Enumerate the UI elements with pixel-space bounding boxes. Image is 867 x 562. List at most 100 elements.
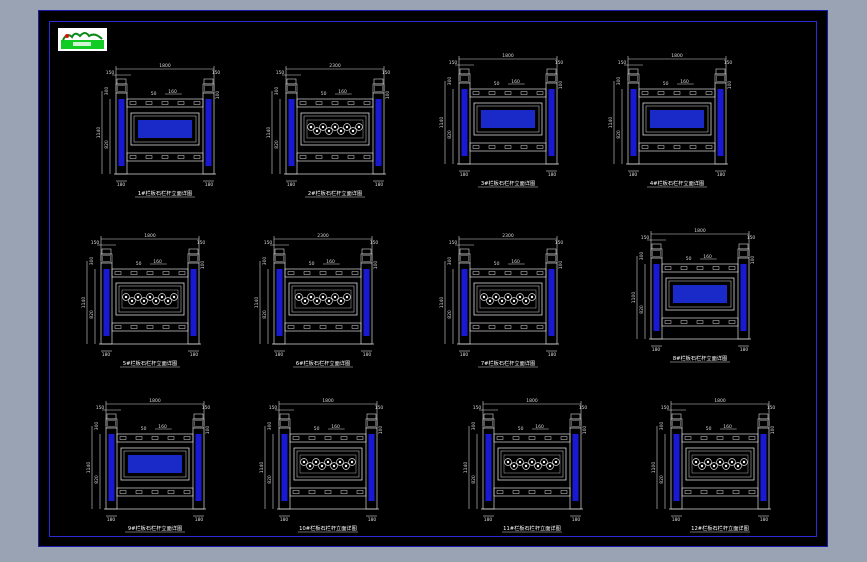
dim-height-label: 1140: [86, 462, 92, 474]
carving-center: [326, 460, 330, 464]
carving-flower: [704, 458, 712, 466]
dim-rail-w-label: 160: [680, 79, 689, 85]
post-cap-inner-left: [460, 255, 469, 262]
dim-width-label: 1800: [322, 398, 334, 404]
dim-top-gap-label: 300: [274, 87, 280, 96]
panel-solid-relief: [128, 455, 182, 473]
dim-side-top-label: 100: [373, 261, 379, 270]
carving-center: [154, 299, 158, 303]
rail-ornament: [287, 271, 295, 275]
top-rail: [638, 88, 716, 98]
dim-post-cap-label: 150: [618, 60, 627, 66]
carving-flower: [349, 127, 357, 135]
post-cap-inner-right: [547, 255, 556, 262]
panel-frame: [293, 447, 363, 481]
dim-rail-w-label: 160: [153, 259, 162, 265]
panel-frame-inner: [645, 105, 709, 133]
dim-base-left-label: 180: [280, 517, 289, 523]
carving-flower: [319, 123, 327, 131]
rail-ornament: [340, 436, 348, 440]
rail-ornament-bottom: [331, 155, 339, 159]
post-cap-inner-left: [484, 420, 493, 427]
dim-top-gap-label: 300: [94, 422, 100, 431]
rail-ornament-bottom: [748, 490, 756, 494]
post-panel-right: [548, 89, 555, 156]
dim-width-label: 2300: [317, 233, 329, 239]
carving-center: [315, 299, 319, 303]
top-rail: [681, 433, 759, 443]
carving-center: [536, 464, 540, 468]
rail-ornament-bottom: [114, 325, 122, 329]
carving-flower: [516, 293, 524, 301]
post-cap-top-right: [366, 413, 377, 420]
panel-carved-field: [299, 454, 357, 474]
dim-top-mid-label: 50: [309, 261, 315, 267]
dim-rail-h-label: 820: [262, 310, 268, 319]
panel-frame: [120, 447, 190, 481]
rail-ornament-bottom: [716, 490, 724, 494]
carving-flower: [504, 293, 512, 301]
dim-side-top-label: 100: [558, 261, 564, 270]
top-rail: [469, 88, 547, 98]
rail-ornament-bottom: [146, 325, 154, 329]
carving-center: [730, 460, 734, 464]
post-cap-inner-right: [362, 255, 371, 262]
dim-rail-w-label: 160: [331, 424, 340, 430]
top-rail: [493, 433, 571, 443]
post-panel-left: [103, 269, 110, 336]
rail-ornament: [496, 436, 504, 440]
top-rail: [296, 98, 374, 108]
carving-flower: [348, 458, 356, 466]
dim-rail-h-label: 820: [447, 310, 453, 319]
dim-side-top-label: 100: [582, 426, 588, 435]
panel-solid-relief: [673, 285, 727, 303]
post-cap-inner-right: [367, 420, 376, 427]
rail-ornament-bottom: [544, 490, 552, 494]
dim-rail-h-label: 820: [447, 130, 453, 139]
dim-top-mid-label: 50: [136, 261, 142, 267]
rail-ornament-bottom: [472, 325, 480, 329]
post-cap-inner-right: [571, 420, 580, 427]
rail-ornament-bottom: [356, 490, 364, 494]
post-panel-left: [461, 89, 468, 156]
carving-center: [124, 295, 128, 299]
dim-rail-w-label: 160: [326, 259, 335, 265]
dim-rail-h-label: 820: [89, 310, 95, 319]
elevation-title: 6#栏板石栏杆立面详图: [296, 359, 350, 367]
post-panel-left: [461, 269, 468, 336]
panel-carved-field: [306, 119, 364, 139]
carving-flower: [722, 462, 730, 470]
post-cap-inner-left: [280, 420, 289, 427]
rail-ornament-bottom: [684, 490, 692, 494]
carving-flower: [324, 458, 332, 466]
post-cap-top-left: [628, 68, 639, 75]
dim-post-cap-label: 150: [106, 70, 115, 76]
rail-ornament-bottom: [335, 325, 343, 329]
carving-center: [548, 464, 552, 468]
panel-frame: [665, 277, 735, 311]
dim-base-left-label: 180: [460, 172, 469, 178]
dim-rail-h-label: 820: [659, 475, 665, 484]
rail-ornament-bottom: [347, 155, 355, 159]
rail-ornament: [347, 101, 355, 105]
elevation-title: 9#栏板石栏杆立面详图: [128, 524, 182, 532]
rail-ornament: [732, 436, 740, 440]
dim-top-mid-label: 50: [518, 426, 524, 432]
carving-center: [172, 295, 176, 299]
dim-height-label: 1140: [259, 462, 265, 474]
rail-ornament-bottom: [292, 490, 300, 494]
dim-top-gap-label: 300: [262, 257, 268, 266]
carving-flower: [134, 293, 142, 301]
panel-carved-field: [121, 289, 179, 309]
post-cap-top-left: [459, 68, 470, 75]
post-cap-top-left: [279, 413, 290, 420]
panel-frame-inner: [476, 105, 540, 133]
dim-post-cap-label-right: 150: [197, 240, 206, 246]
carving-flower: [480, 293, 488, 301]
carving-center: [130, 299, 134, 303]
carving-center: [339, 299, 343, 303]
top-rail: [126, 98, 204, 108]
